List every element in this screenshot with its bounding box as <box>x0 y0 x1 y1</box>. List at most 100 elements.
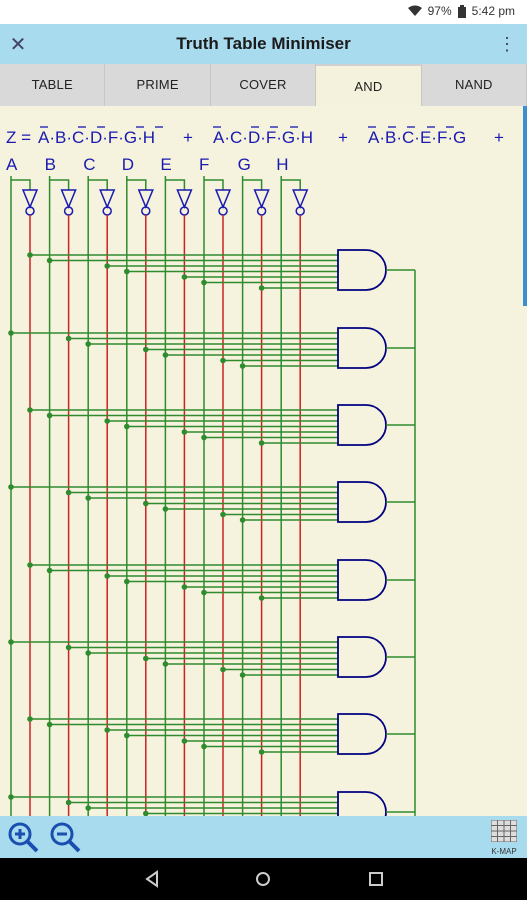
junction-dot <box>27 562 33 568</box>
battery-percent: 97% <box>427 4 452 18</box>
junction-dot <box>124 732 130 739</box>
junction-dot <box>8 484 14 490</box>
inverter-branch <box>242 179 263 190</box>
junction-dot <box>143 655 149 662</box>
kmap-label: K-MAP <box>491 847 517 856</box>
wifi-icon <box>407 5 422 16</box>
junction-dot <box>46 412 53 419</box>
status-bar: 97% 5:42 pm <box>0 0 527 24</box>
junction-dot <box>46 567 53 574</box>
junction-dot <box>258 440 265 446</box>
inverter-branch <box>281 179 301 190</box>
junction-dot <box>124 578 130 585</box>
zoom-out-icon[interactable] <box>48 820 82 854</box>
junction-dot <box>220 666 226 673</box>
not-gate <box>253 189 270 209</box>
logic-circuit-diagram: Z = A·B·C·D·F·G·H A·C·D·F·G·H A·B·C·E·F·G + +… <box>6 126 504 816</box>
tab-and[interactable]: AND <box>316 64 422 106</box>
and-gate <box>337 636 387 678</box>
equation-plus: + <box>338 128 348 147</box>
input-label: E <box>160 155 171 174</box>
not-gate <box>21 189 39 209</box>
junction-dot <box>258 285 265 291</box>
home-icon[interactable] <box>250 866 276 892</box>
junction-dot <box>46 721 53 728</box>
bottom-toolbar: K-MAP <box>0 816 527 858</box>
equation-term: A·B·C·D·F·G·H <box>38 128 155 147</box>
input-label: G <box>238 155 251 174</box>
more-options-icon[interactable]: ⋮ <box>498 33 516 54</box>
junction-dot <box>124 268 130 275</box>
junction-dot <box>201 589 207 596</box>
equation-prefix: Z = <box>6 128 31 147</box>
junction-dot <box>181 274 188 280</box>
equation-plus: + <box>494 128 504 147</box>
junction-dot <box>27 407 33 413</box>
and-gate <box>337 559 387 601</box>
system-nav-bar <box>0 858 527 900</box>
input-label: B <box>45 155 56 174</box>
zoom-in-icon[interactable] <box>6 820 40 854</box>
not-gate <box>137 189 154 209</box>
not-gate <box>60 189 77 209</box>
junction-dot <box>8 794 14 800</box>
junction-dot <box>27 252 33 258</box>
recents-icon[interactable] <box>363 866 389 892</box>
junction-dot <box>220 511 226 518</box>
and-gate <box>337 713 387 755</box>
app-title: Truth Table Minimiser <box>176 34 351 53</box>
kmap-button[interactable]: K-MAP <box>487 819 521 856</box>
not-gate <box>292 189 309 209</box>
back-icon[interactable] <box>139 866 165 892</box>
inverter-branch <box>88 179 108 190</box>
battery-icon <box>457 4 466 18</box>
not-gate <box>99 189 116 209</box>
junction-dot <box>104 727 110 733</box>
input-label: D <box>122 155 134 174</box>
tab-prime[interactable]: PRIME <box>105 64 211 106</box>
junction-dot <box>239 517 246 523</box>
junction-dot <box>201 279 207 286</box>
junction-dot <box>85 650 91 656</box>
junction-dot <box>201 434 207 441</box>
equation-term: A·B·C·E·F·G <box>368 128 466 147</box>
tab-cover[interactable]: COVER <box>211 64 317 106</box>
kmap-grid-icon <box>490 819 518 843</box>
inverter-branch <box>126 179 147 190</box>
junction-dot <box>162 661 169 667</box>
junction-dot <box>8 639 14 645</box>
junction-dot <box>27 716 33 722</box>
junction-dot <box>104 418 110 424</box>
junction-dot <box>239 363 246 369</box>
junction-dot <box>65 335 72 342</box>
junction-dot <box>143 500 149 507</box>
junction-dot <box>181 738 188 744</box>
input-label: H <box>276 155 288 174</box>
input-label: A <box>6 155 18 174</box>
scroll-indicator[interactable] <box>523 106 527 306</box>
close-icon[interactable]: ✕ <box>9 33 27 56</box>
junction-dot <box>258 749 265 755</box>
junction-dot <box>85 341 91 347</box>
tab-table[interactable]: TABLE <box>0 64 106 106</box>
tab-nand[interactable]: NAND <box>422 64 527 106</box>
equation-term: A·C·D·F·G·H <box>213 128 313 147</box>
not-gate <box>176 189 193 209</box>
status-icons: 97% 5:42 pm <box>407 4 515 18</box>
junction-dot <box>143 810 149 816</box>
junction-dot <box>181 429 188 435</box>
junction-dot <box>85 495 91 501</box>
junction-dot <box>181 584 188 590</box>
junction-dot <box>85 805 91 811</box>
junction-dot <box>162 506 169 512</box>
and-gate <box>337 249 387 291</box>
inverter-branch <box>11 179 31 190</box>
circuit-canvas[interactable]: Z = A·B·C·D·F·G·H A·C·D·F·G·H A·B·C·E·F·G + +… <box>0 106 527 816</box>
junction-dot <box>201 743 207 750</box>
app-bar: ✕ Truth Table Minimiser ⋮ <box>0 24 527 64</box>
junction-dot <box>65 644 72 651</box>
junction-dot <box>46 257 53 264</box>
junction-dot <box>65 799 72 806</box>
junction-dot <box>220 357 226 364</box>
and-gate <box>337 791 387 816</box>
